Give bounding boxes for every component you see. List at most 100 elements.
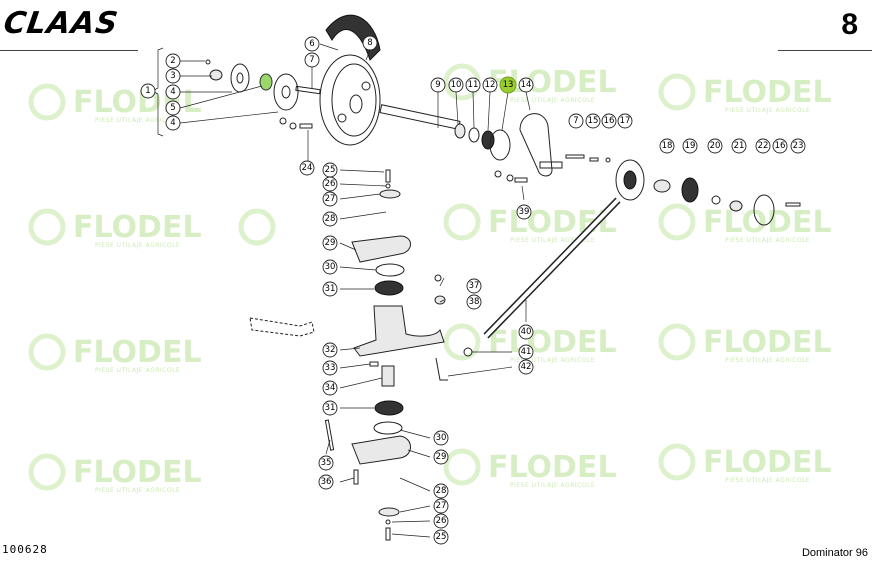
svg-text:12: 12 xyxy=(485,80,496,90)
svg-text:22: 22 xyxy=(758,141,769,151)
svg-text:34: 34 xyxy=(325,383,336,393)
svg-text:37: 37 xyxy=(469,281,480,291)
callout[interactable]: 2 xyxy=(165,53,181,69)
page-number: 8 xyxy=(841,8,858,41)
svg-text:4: 4 xyxy=(170,87,175,97)
callout[interactable]: 30 xyxy=(433,430,449,446)
callout[interactable]: 42 xyxy=(518,359,534,375)
callout[interactable]: 7 xyxy=(304,52,320,68)
callout[interactable]: 10 xyxy=(448,77,464,93)
watermark-logo: FLODEL PIESE UTILAJE AGRICOLE xyxy=(443,323,617,364)
callout[interactable]: 19 xyxy=(682,138,698,154)
bracket-29 xyxy=(351,235,411,263)
callout[interactable]: 16 xyxy=(772,138,788,154)
ring xyxy=(468,127,480,143)
callout[interactable]: 5 xyxy=(165,100,181,116)
callout[interactable]: 18 xyxy=(659,138,675,154)
svg-text:11: 11 xyxy=(468,80,479,90)
callout[interactable]: 29 xyxy=(322,235,338,251)
callout[interactable]: 4 xyxy=(165,115,181,131)
washer-small xyxy=(506,174,514,182)
svg-text:16: 16 xyxy=(604,116,615,126)
bolt-25b xyxy=(385,527,391,541)
callout[interactable]: 29 xyxy=(433,449,449,465)
callout[interactable]: 24 xyxy=(299,160,315,176)
svg-text:40: 40 xyxy=(521,327,532,337)
svg-text:3: 3 xyxy=(170,71,175,81)
callout[interactable]: 16 xyxy=(601,113,617,129)
callout[interactable]: 6 xyxy=(304,36,320,52)
callout[interactable]: 14 xyxy=(518,77,534,93)
callout[interactable]: 7 xyxy=(568,113,584,129)
callout-highlighted[interactable]: 13 xyxy=(499,76,517,94)
svg-text:PIESE UTILAJE AGRICOLE: PIESE UTILAJE AGRICOLE xyxy=(95,242,180,249)
callout[interactable]: 41 xyxy=(518,344,534,360)
callout[interactable]: 40 xyxy=(518,324,534,340)
spacer xyxy=(454,123,466,139)
callout[interactable]: 27 xyxy=(433,498,449,514)
callout[interactable]: 31 xyxy=(322,281,338,297)
watermark-logo: FLODEL PIESE UTILAJE AGRICOLE xyxy=(28,333,202,374)
callout[interactable]: 23 xyxy=(790,138,806,154)
svg-text:30: 30 xyxy=(436,433,447,443)
callout[interactable]: 26 xyxy=(322,176,338,192)
washer-20 xyxy=(711,195,721,205)
callout[interactable]: 35 xyxy=(318,455,334,471)
callout[interactable]: 28 xyxy=(433,483,449,499)
drive-shaft xyxy=(379,104,461,130)
bracket-29b xyxy=(351,435,411,465)
callout[interactable]: 12 xyxy=(482,77,498,93)
watermark-layer: FLODEL PIESE UTILAJE AGRICOLE FLODEL PIE… xyxy=(28,63,832,494)
callout[interactable]: 15 xyxy=(585,113,601,129)
ring-26b xyxy=(385,519,391,525)
callout[interactable]: 25 xyxy=(322,162,338,178)
callout[interactable]: 21 xyxy=(731,138,747,154)
svg-text:13: 13 xyxy=(503,80,514,90)
callout[interactable]: 33 xyxy=(322,360,338,376)
svg-text:17: 17 xyxy=(620,116,631,126)
callout[interactable]: 30 xyxy=(322,259,338,275)
callout[interactable]: 38 xyxy=(466,294,482,310)
cutter-bar-fragment xyxy=(249,317,315,337)
svg-text:FLODEL: FLODEL xyxy=(703,445,832,480)
callout[interactable]: 4 xyxy=(165,84,181,100)
callout[interactable]: 26 xyxy=(433,513,449,529)
bolt-42 xyxy=(435,357,448,381)
svg-text:FLODEL: FLODEL xyxy=(703,75,832,110)
callout[interactable]: 28 xyxy=(322,211,338,227)
svg-text:16: 16 xyxy=(775,141,786,151)
svg-text:PIESE UTILAJE AGRICOLE: PIESE UTILAJE AGRICOLE xyxy=(725,477,810,484)
callout[interactable]: 25 xyxy=(433,529,449,545)
callout[interactable]: 17 xyxy=(617,113,633,129)
pin xyxy=(565,154,585,159)
svg-text:FLODEL: FLODEL xyxy=(488,325,617,360)
callout[interactable]: 36 xyxy=(318,474,334,490)
callout[interactable]: 37 xyxy=(466,278,482,294)
pin-2 xyxy=(589,157,599,162)
callout[interactable]: 39 xyxy=(516,204,532,220)
callout[interactable]: 31 xyxy=(322,400,338,416)
connecting-rod-core xyxy=(484,198,620,338)
callout[interactable]: 20 xyxy=(707,138,723,154)
callout[interactable]: 1 xyxy=(140,83,156,99)
callout[interactable]: 22 xyxy=(755,138,771,154)
callout[interactable]: 27 xyxy=(322,191,338,207)
shaft-34 xyxy=(381,365,395,387)
watermark-logo: FLODEL PIESE UTILAJE AGRICOLE xyxy=(658,443,832,484)
callout[interactable]: 3 xyxy=(165,68,181,84)
callout[interactable]: 11 xyxy=(465,77,481,93)
callout[interactable]: 9 xyxy=(430,77,446,93)
small-ring xyxy=(605,157,611,163)
bolt-35 xyxy=(324,419,335,451)
callout[interactable]: 32 xyxy=(322,342,338,358)
svg-text:39: 39 xyxy=(519,207,530,217)
svg-text:23: 23 xyxy=(793,141,804,151)
svg-text:18: 18 xyxy=(662,141,673,151)
svg-text:PIESE UTILAJE AGRICOLE: PIESE UTILAJE AGRICOLE xyxy=(510,357,595,364)
svg-text:38: 38 xyxy=(469,297,480,307)
leader-lines xyxy=(179,43,531,538)
callout[interactable]: 34 xyxy=(322,380,338,396)
svg-text:31: 31 xyxy=(325,403,336,413)
svg-text:35: 35 xyxy=(321,458,332,468)
callout[interactable]: 8 xyxy=(362,35,378,51)
